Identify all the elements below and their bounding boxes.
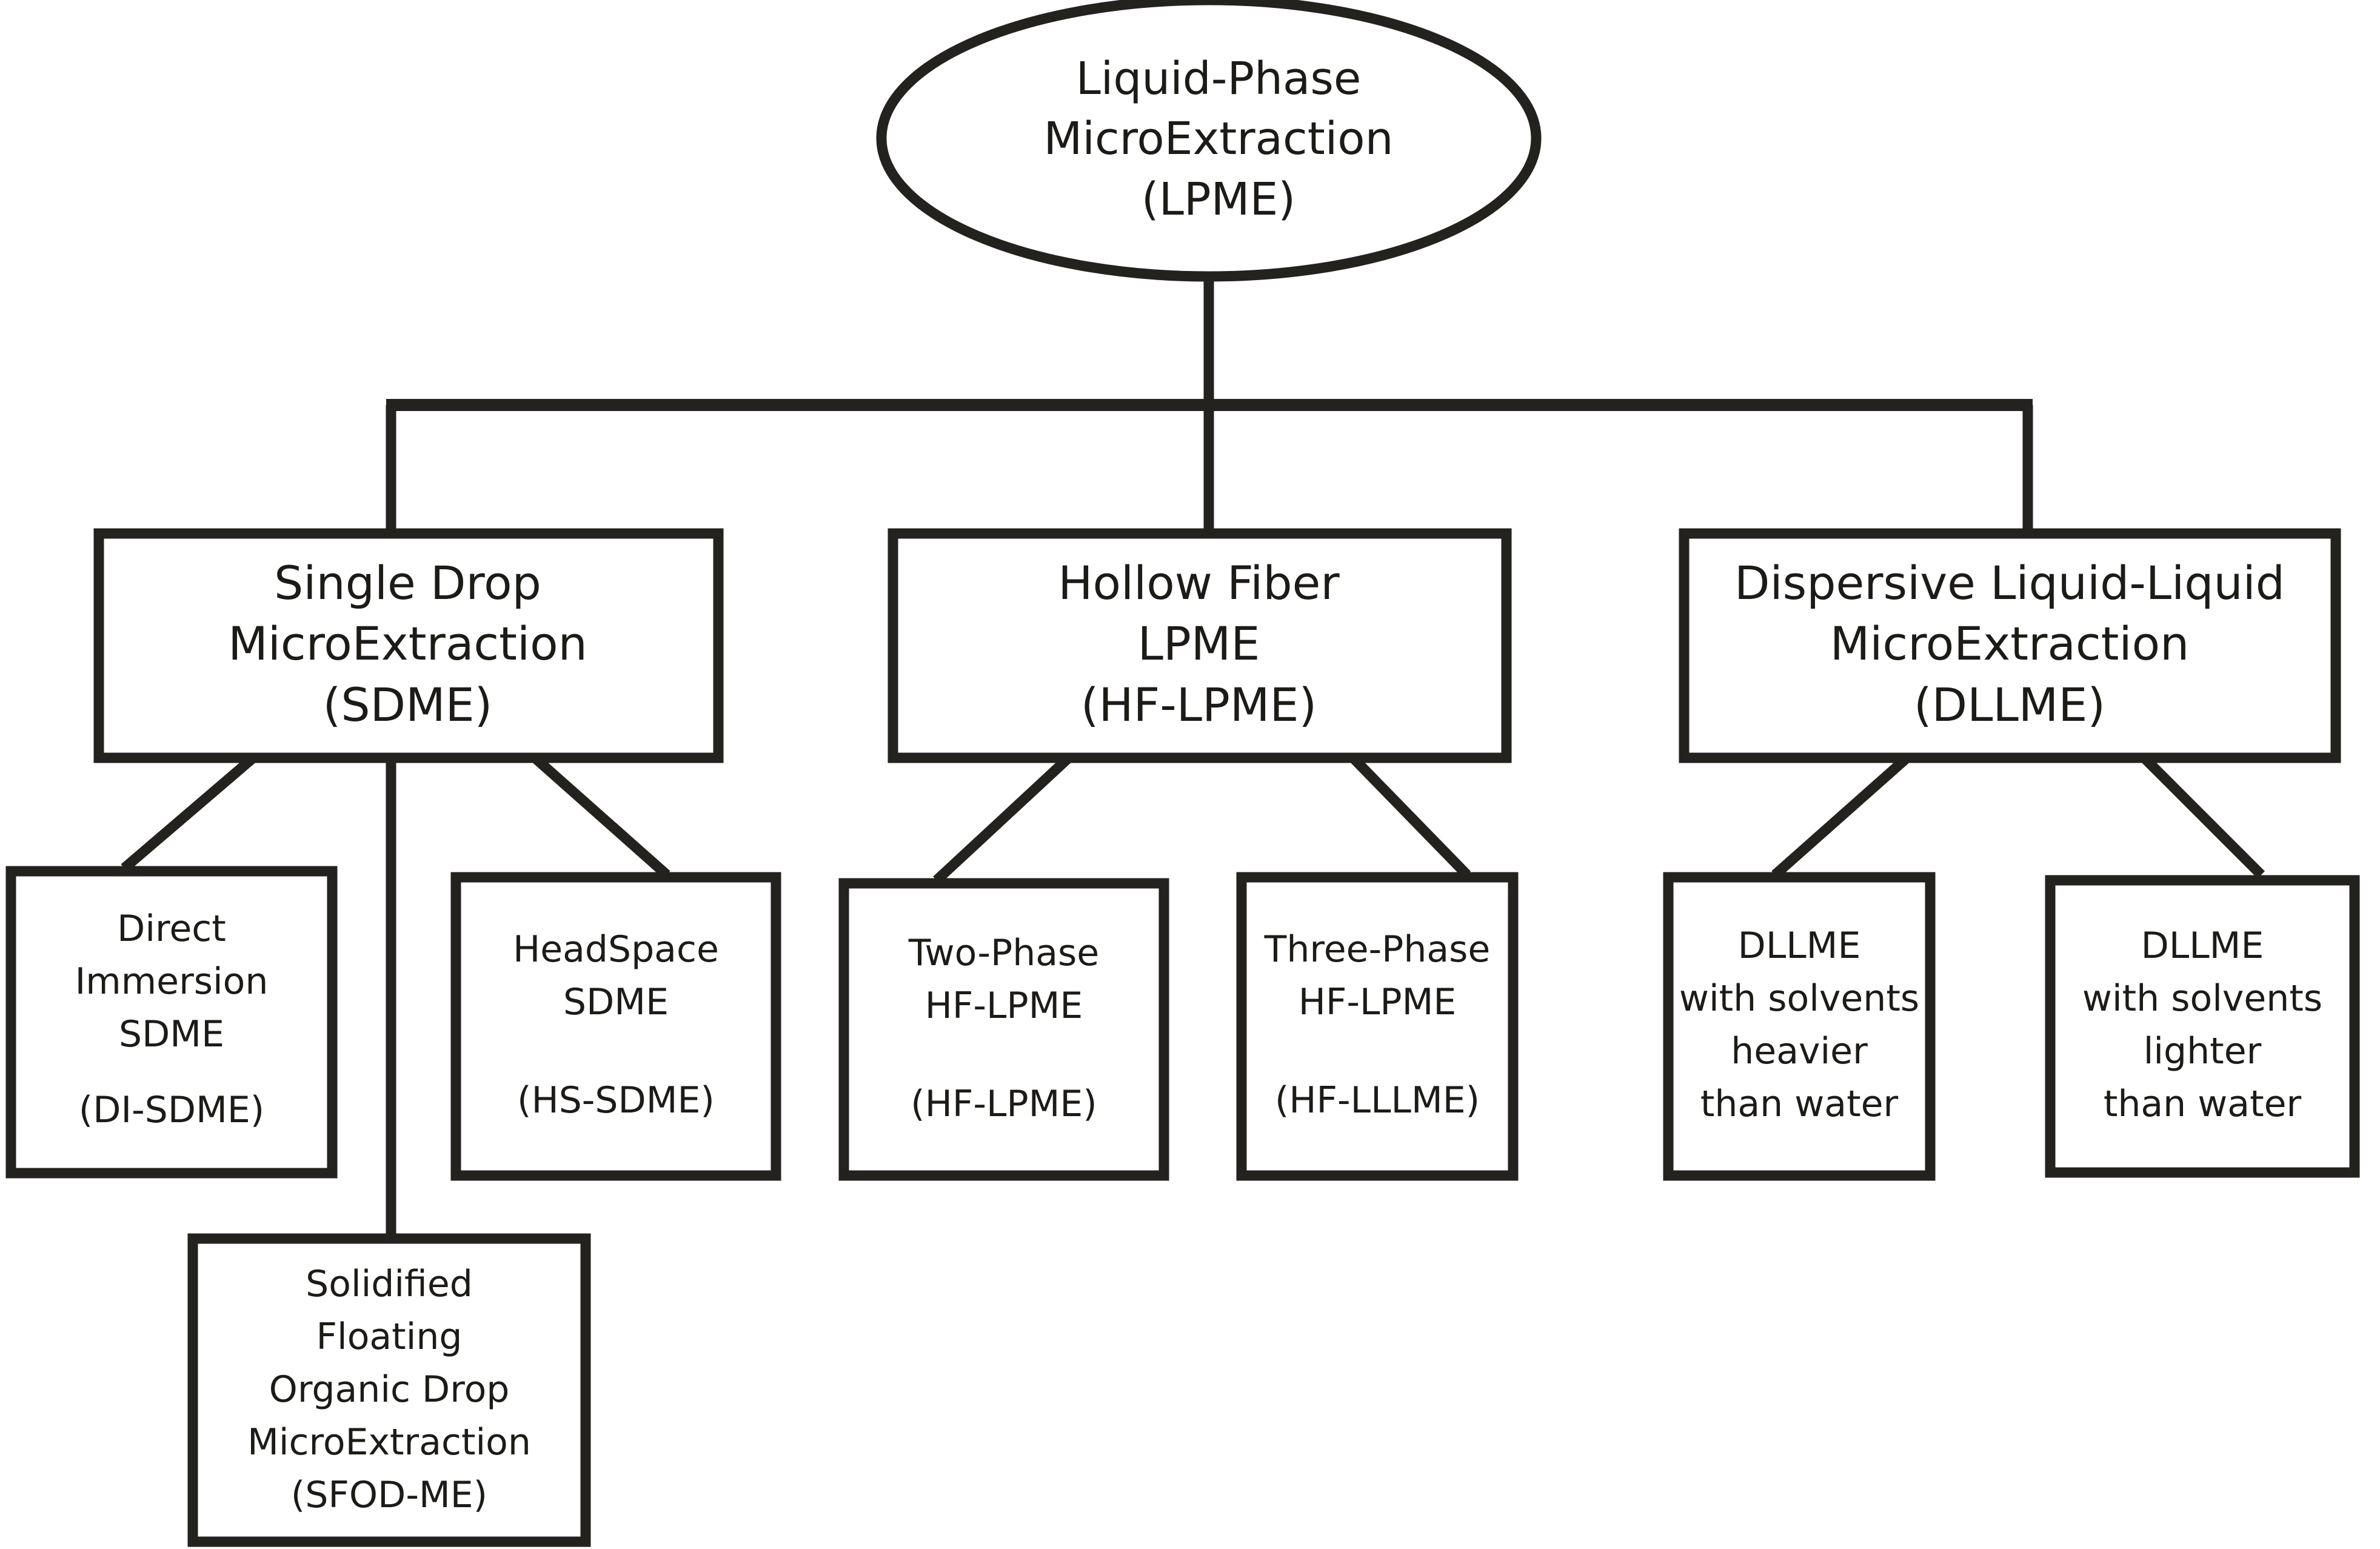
connector-hflpme-to-two-phase [933, 752, 1074, 885]
node-two-phase-hf-lpme[interactable] [838, 878, 1169, 1181]
connector-sdme-to-hs-sdme [530, 752, 670, 879]
node-lpme-root[interactable] [876, 0, 1542, 282]
connector-dllme-to-heavier [1771, 752, 1912, 879]
node-sfod-me[interactable] [187, 1233, 591, 1547]
node-hf-lpme[interactable] [887, 528, 1512, 763]
node-sdme[interactable] [93, 528, 724, 763]
connector-sdme-to-di-sdme [121, 752, 258, 872]
node-hs-sdme[interactable] [450, 872, 781, 1181]
node-dllme-heavier[interactable] [1663, 872, 1936, 1181]
node-dllme-lighter[interactable] [2045, 875, 2360, 1178]
node-dllme[interactable] [1679, 528, 2341, 763]
connector-hflpme-to-three-phase [1348, 753, 1471, 878]
connector-dllme-to-lighter [2139, 752, 2265, 879]
node-di-sdme[interactable] [5, 866, 338, 1179]
node-three-phase-hf-lpme[interactable] [1236, 872, 1519, 1181]
